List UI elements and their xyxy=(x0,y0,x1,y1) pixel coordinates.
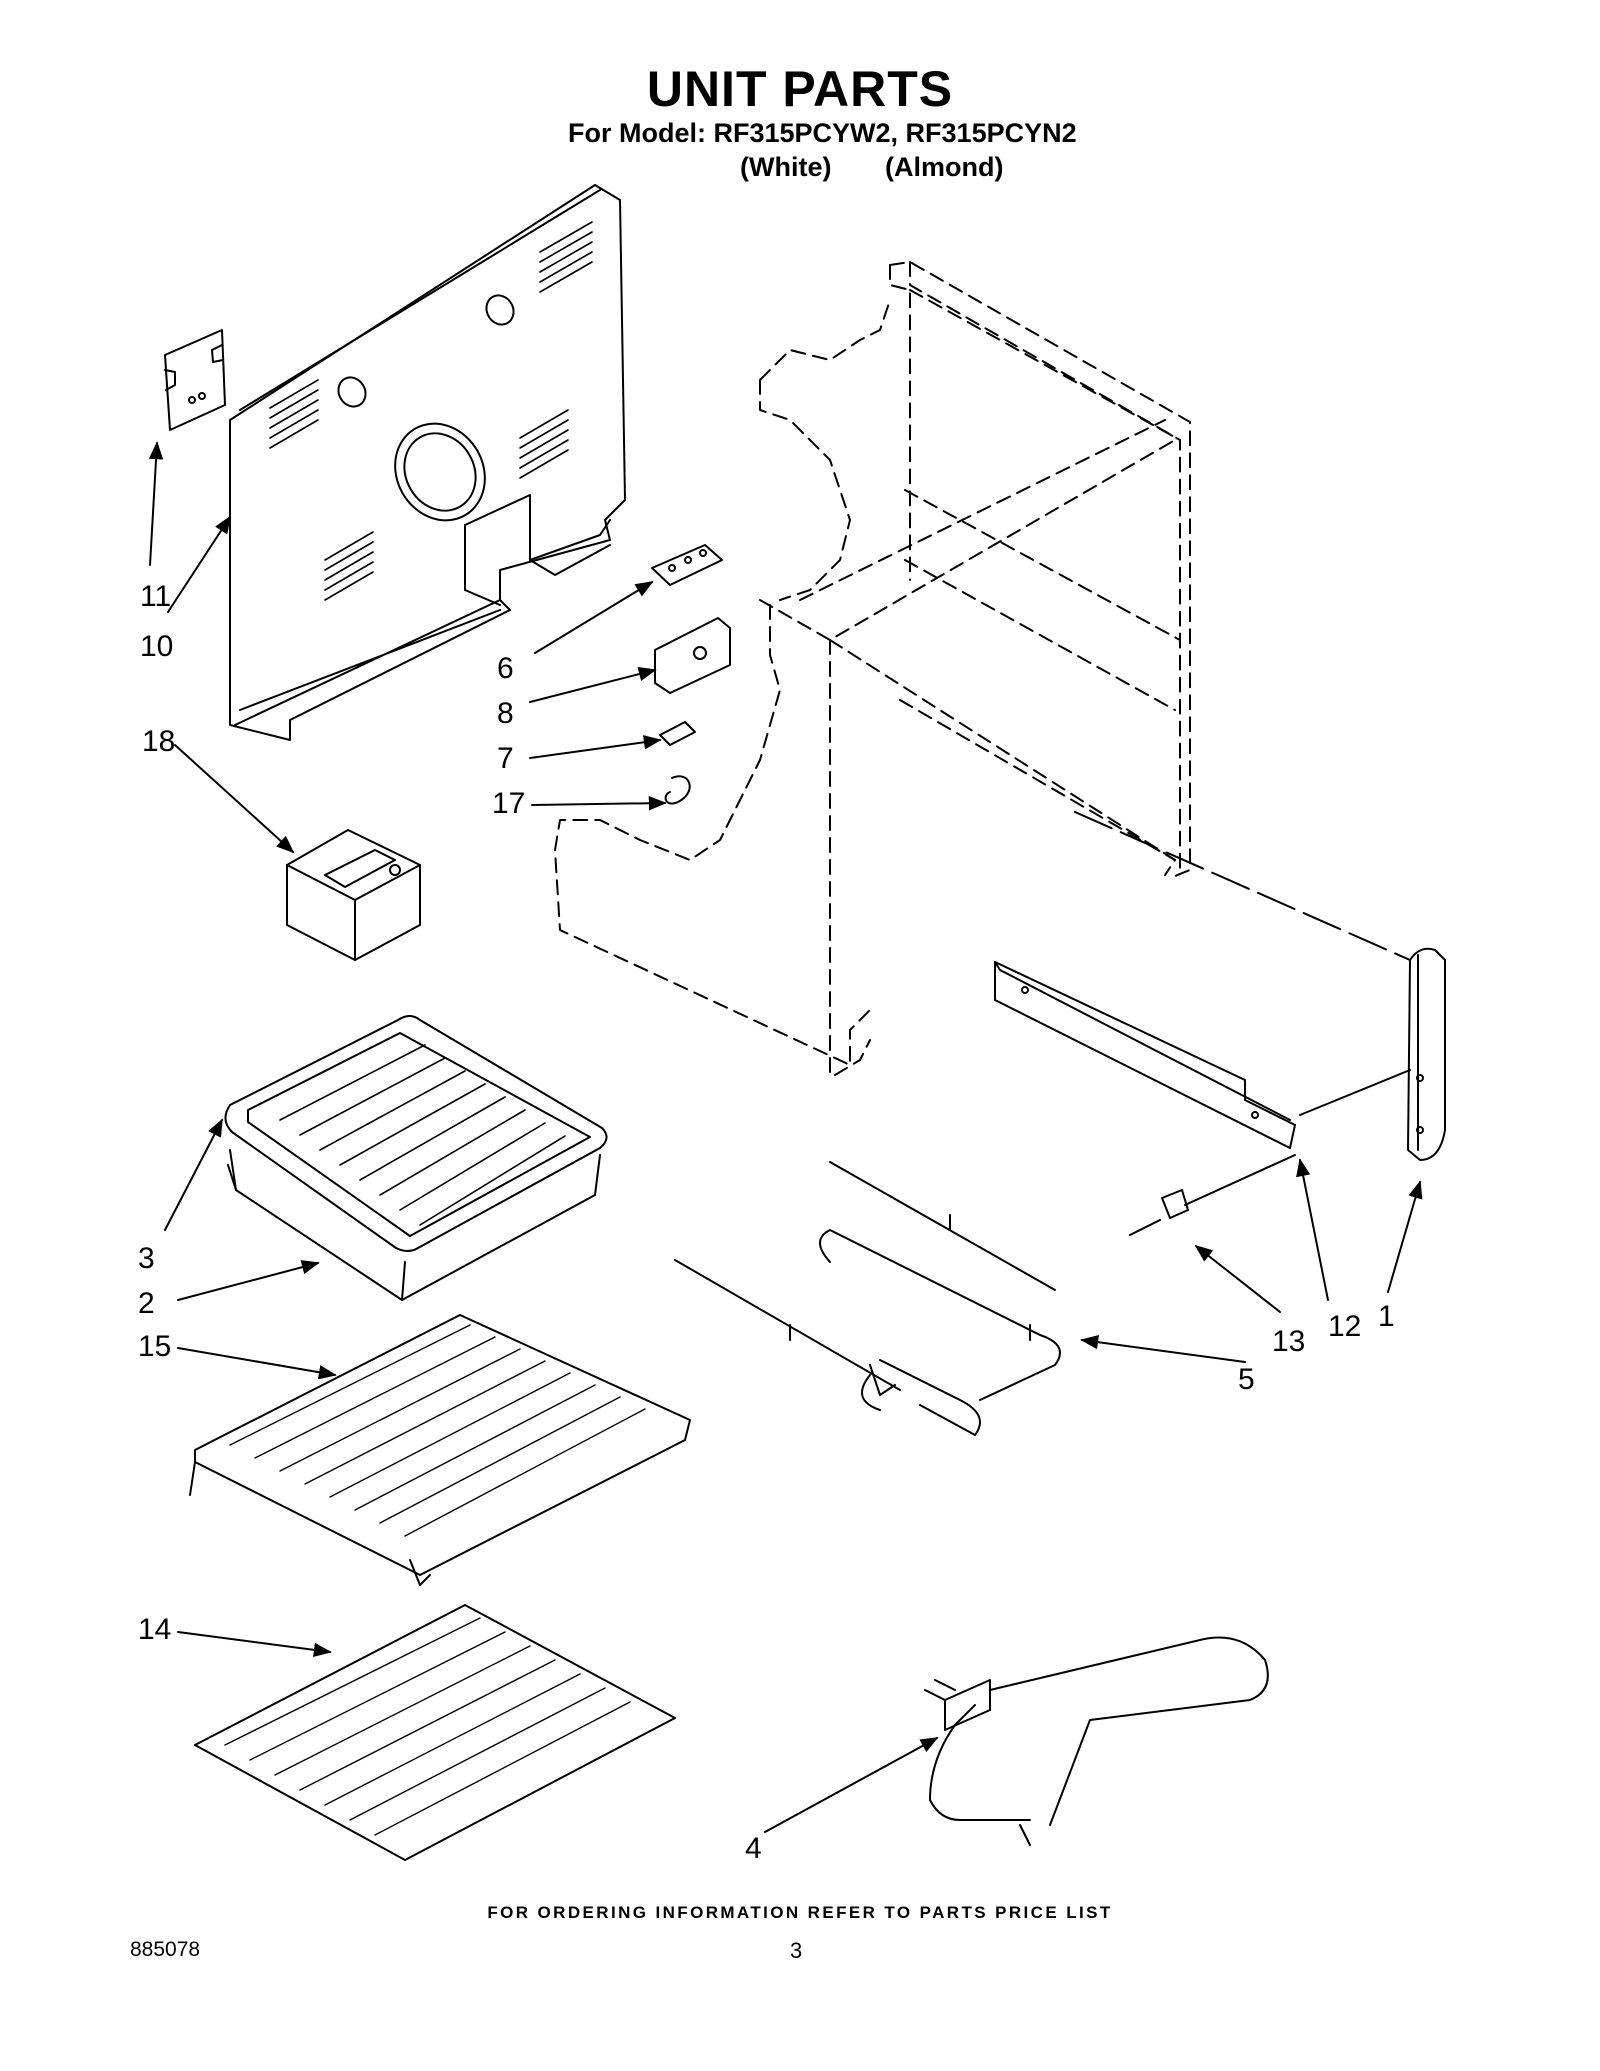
model-line: For Model: RF315PCYW2, RF315PCYN2 xyxy=(568,118,1077,148)
broil-element xyxy=(924,1636,1269,1846)
callout-17: 17 xyxy=(492,787,526,820)
callout-4: 4 xyxy=(745,1832,762,1865)
ignitor-module xyxy=(286,829,421,961)
callout-13: 13 xyxy=(1272,1325,1306,1358)
callout-3: 3 xyxy=(138,1242,155,1275)
wire-hook xyxy=(664,775,691,805)
end-cap xyxy=(1407,947,1446,1161)
callout-15: 15 xyxy=(138,1330,172,1363)
bake-element xyxy=(674,1161,1061,1436)
oven-rear-panel xyxy=(229,184,626,741)
trim-screw xyxy=(1129,1154,1296,1236)
terminal-block xyxy=(651,544,723,586)
page-number: 3 xyxy=(790,1938,803,1963)
oven-cavity-outline xyxy=(554,261,1191,1076)
broiler-pan xyxy=(227,1149,601,1301)
trim-alignment-line xyxy=(1074,811,1411,961)
page-title: UNIT PARTS xyxy=(646,61,954,117)
broiler-grid xyxy=(224,1015,608,1252)
color-almond-label: (Almond) xyxy=(885,152,1004,182)
oven-rack xyxy=(189,1314,691,1586)
oven-rack-flat xyxy=(194,1604,676,1861)
color-white-label: (White) xyxy=(740,152,832,182)
callout-12: 12 xyxy=(1328,1310,1362,1343)
callout-1: 1 xyxy=(1378,1300,1395,1333)
callout-18: 18 xyxy=(142,725,176,758)
callout-14: 14 xyxy=(138,1613,172,1646)
callout-7: 7 xyxy=(497,742,514,775)
callout-8: 8 xyxy=(497,697,514,730)
side-trim xyxy=(994,961,1296,1149)
terminal-clip xyxy=(659,721,696,746)
ordering-note: FOR ORDERING INFORMATION REFER TO PARTS … xyxy=(487,1903,1113,1922)
callout-6: 6 xyxy=(497,652,514,685)
end-cap-alignment-line xyxy=(1299,1069,1411,1116)
rear-panel-gasket xyxy=(164,329,226,431)
terminal-bracket xyxy=(654,617,731,694)
callout-leaders xyxy=(148,441,1423,1833)
callout-2: 2 xyxy=(138,1287,155,1320)
callout-5: 5 xyxy=(1238,1363,1255,1396)
callout-11: 11 xyxy=(140,580,172,613)
callout-10: 10 xyxy=(140,630,174,663)
document-number: 885078 xyxy=(130,1938,201,1961)
